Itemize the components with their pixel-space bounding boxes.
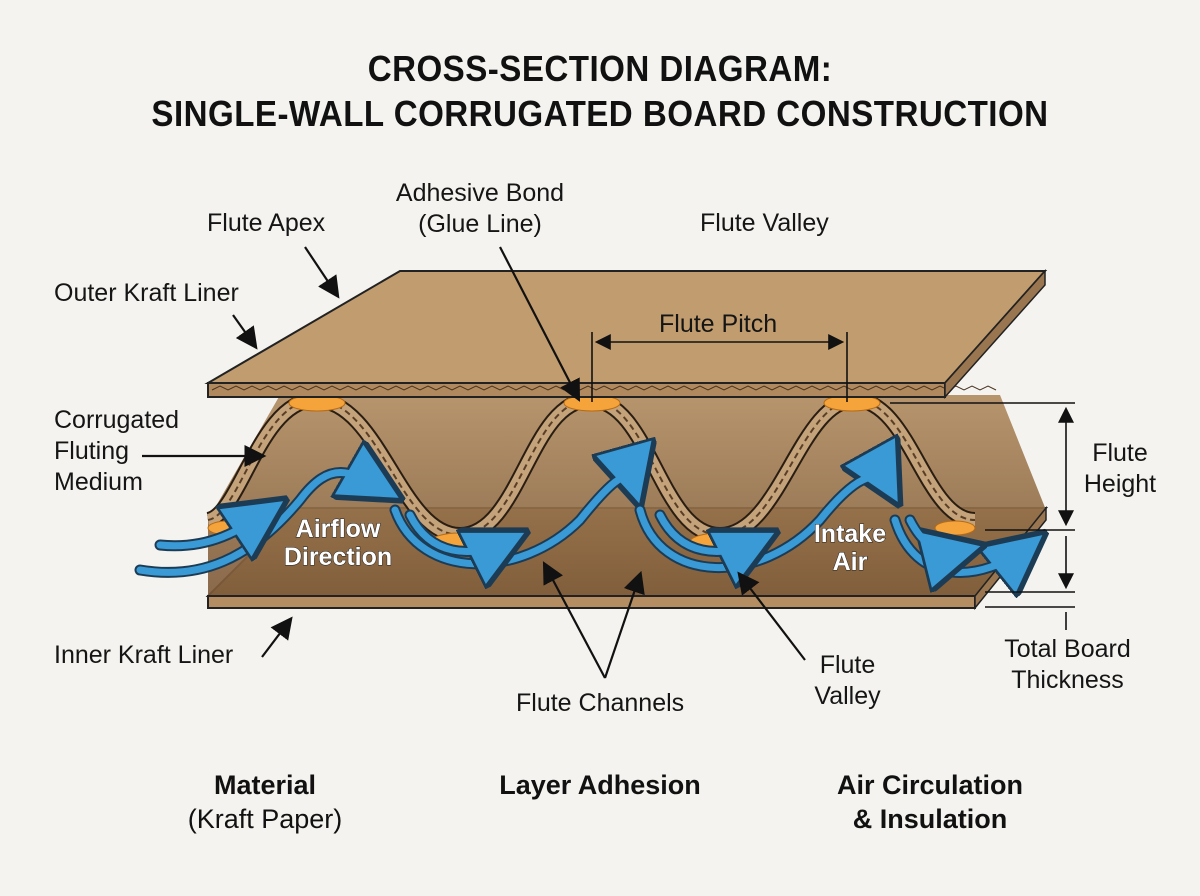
label-flute-height-line1: Flute [1092,439,1148,467]
label-airflow-line2: Direction [283,543,393,572]
inner-liner-edge [207,595,976,609]
label-flute-channels: Flute Channels [516,689,685,717]
label-intake-air: Intake Air [800,520,900,577]
caption-material: Material (Kraft Paper) [160,768,370,836]
caption-material-title: Material [213,770,317,800]
outer-liner-face [204,270,1048,384]
title-line-1: CROSS-SECTION DIAGRAM: [367,48,833,89]
flute-pitch-dimension [591,332,848,402]
label-flute-valley-bottom-line2: Valley [814,682,881,710]
label-outer-kraft-liner: Outer Kraft Liner [54,279,239,307]
label-adhesive-bond: Adhesive Bond (Glue Line) [380,178,580,240]
airflow-arrows [134,473,1030,573]
label-fluting-medium: Corrugated Fluting Medium [54,405,179,498]
title-line-2: SINGLE-WALL CORRUGATED BOARD CONSTRUCTIO… [151,93,1049,134]
caption-material-subtitle: (Kraft Paper) [187,804,343,834]
label-flute-height: Flute Height [1075,438,1165,500]
leader-arrows [142,246,806,679]
caption-layer-adhesion: Layer Adhesion [470,768,730,802]
label-total-thickness-line1: Total Board [1004,635,1131,663]
label-airflow-line1: Airflow [295,515,381,544]
label-airflow-direction: Airflow Direction [278,515,398,572]
label-fluting-medium-line1: Corrugated [54,406,180,434]
label-flute-height-line2: Height [1083,470,1157,498]
label-fluting-medium-line2: Fluting [54,437,130,465]
label-inner-kraft-liner: Inner Kraft Liner [54,641,234,669]
label-flute-valley-bottom: Flute Valley [800,650,895,712]
label-flute-apex: Flute Apex [207,209,326,237]
label-intake-line1: Intake [813,520,887,549]
label-intake-line2: Air [832,548,868,577]
label-adhesive-bond-line2: (Glue Line) [418,210,542,238]
height-dimensions [890,402,1075,630]
label-total-thickness-line2: Thickness [1011,666,1124,694]
label-fluting-medium-line3: Medium [54,468,143,496]
glue-spot [934,520,976,536]
label-flute-valley-top: Flute Valley [700,209,829,237]
label-total-thickness: Total Board Thickness [985,634,1150,696]
caption-air-circulation: Air Circulation & Insulation [810,768,1050,836]
label-flute-valley-bottom-line1: Flute [819,651,876,679]
caption-adhesion-title: Layer Adhesion [499,770,701,800]
caption-air-subtitle: & Insulation [852,804,1008,834]
label-flute-pitch: Flute Pitch [659,310,778,338]
caption-air-title: Air Circulation [836,770,1024,800]
label-adhesive-bond-line1: Adhesive Bond [395,179,565,207]
